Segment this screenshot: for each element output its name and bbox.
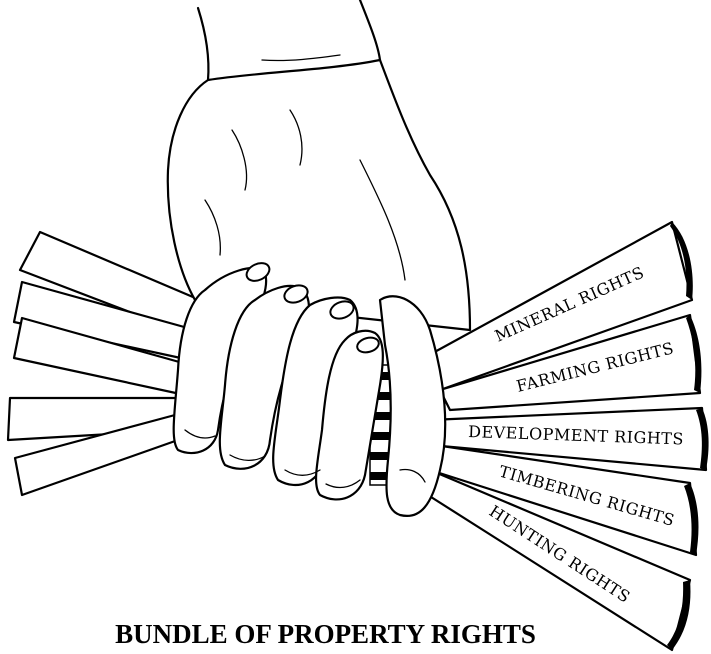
hand: [168, 0, 470, 516]
caption-title: BUNDLE OF PROPERTY RIGHTS: [0, 614, 711, 654]
left-stick-ends: [8, 232, 200, 495]
